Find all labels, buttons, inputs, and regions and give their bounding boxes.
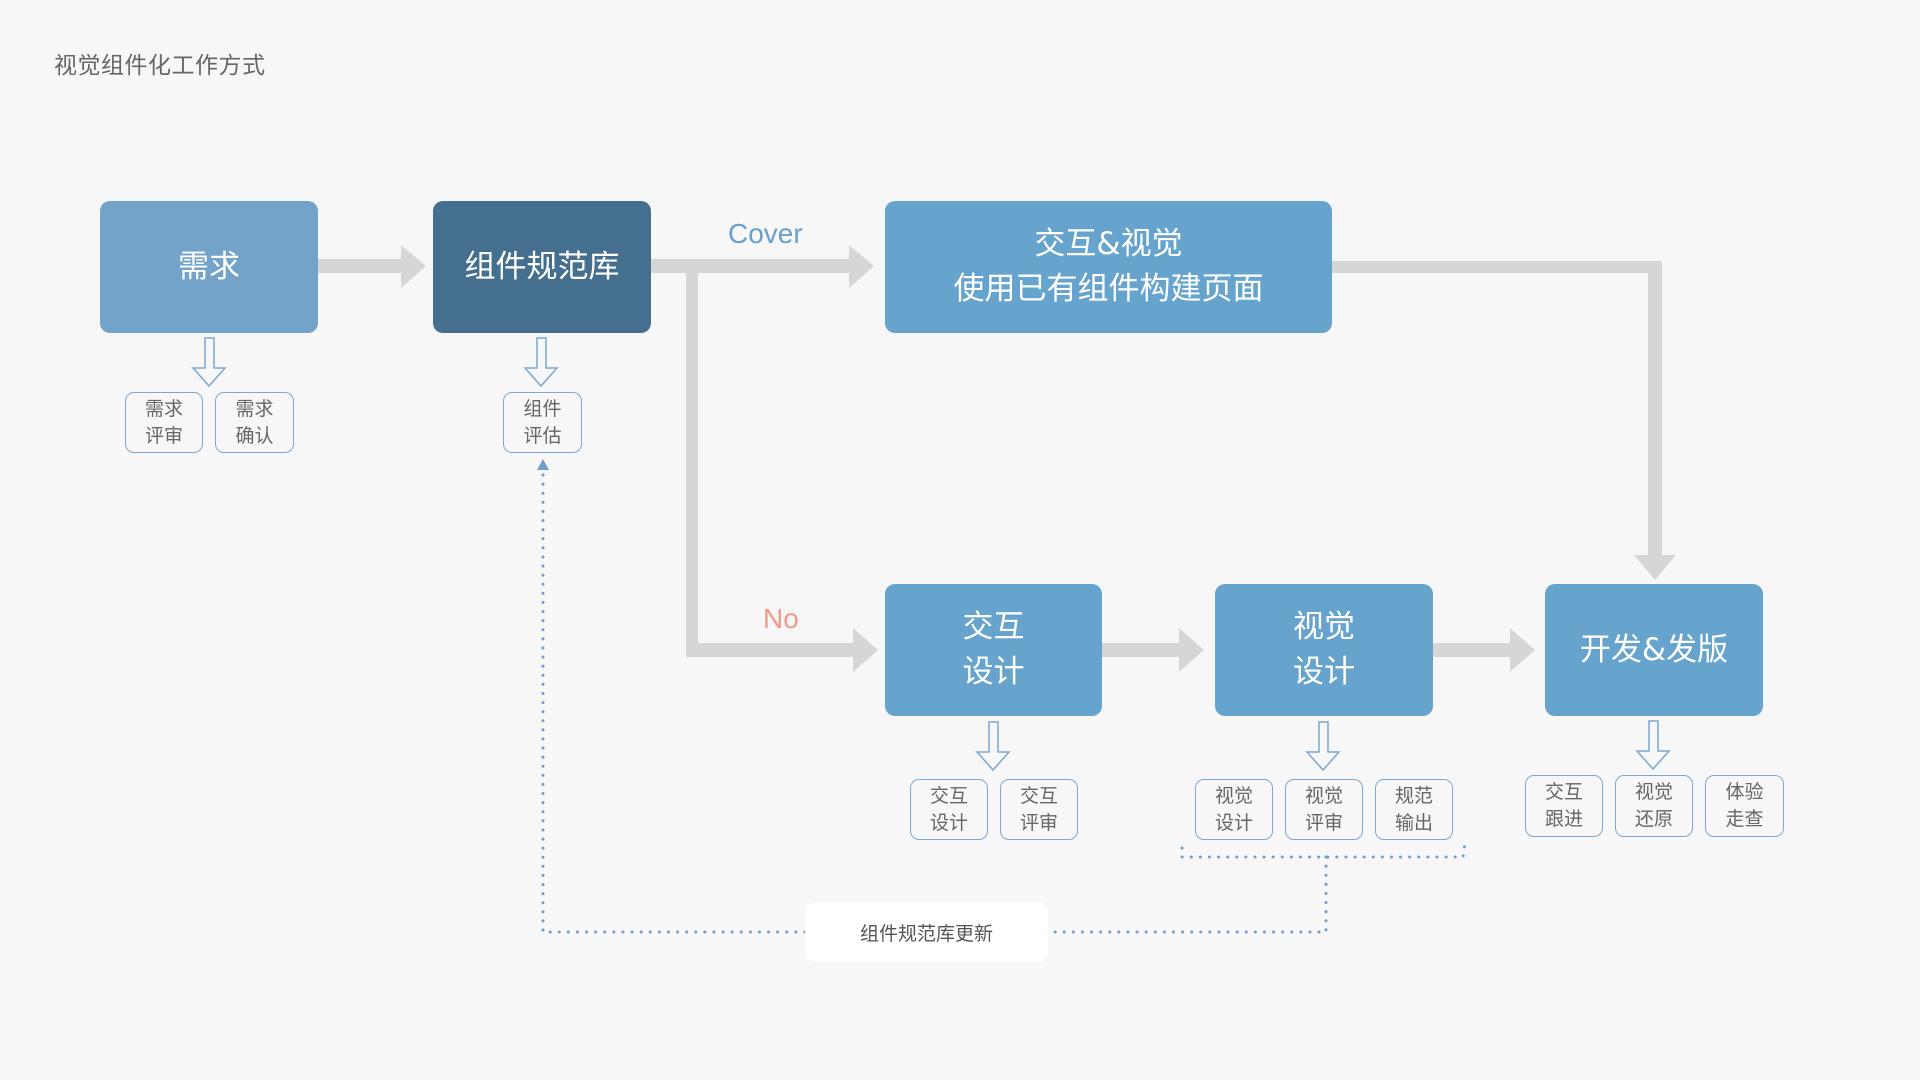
edge-label-no: No — [763, 603, 799, 634]
substep-line2: 评审 — [144, 424, 183, 447]
substep-line1: 视觉 — [1214, 784, 1253, 807]
node-requirement: 需求 — [100, 201, 318, 333]
substep-line2: 还原 — [1634, 808, 1673, 830]
substep-line2: 评审 — [1019, 811, 1058, 834]
substep-line1: 规范 — [1394, 784, 1433, 807]
node-component-library-label: 组件规范库 — [464, 248, 620, 285]
arrow-reuse-to-release — [1332, 261, 1676, 580]
substep-requirement-review: 需求 评审 — [125, 392, 203, 453]
edge-label-cover: Cover — [728, 218, 803, 249]
dotted-arrowhead-up — [537, 459, 549, 470]
substep-line2: 评估 — [523, 424, 562, 447]
substep-line1: 视觉 — [1634, 781, 1673, 804]
substep-line2: 设计 — [929, 811, 968, 834]
substep-line2: 确认 — [235, 424, 274, 447]
node-interaction-design: 交互 设计 — [885, 584, 1102, 716]
dotted-line-update-to-library — [541, 470, 807, 934]
arrow-interaction-to-visual — [1102, 628, 1204, 672]
substep-line1: 体验 — [1725, 781, 1764, 804]
dotted-line-bracket-to-update — [1046, 855, 1328, 934]
library-update-label: 组件规范库更新 — [859, 922, 993, 945]
substep-interaction-followup: 交互 跟进 — [1525, 775, 1603, 837]
substep-line1: 交互 — [1019, 784, 1058, 807]
node-visual-design: 视觉 设计 — [1215, 584, 1433, 716]
arrow-requirement-to-library — [318, 245, 426, 288]
node-visual-line2: 设计 — [1293, 654, 1355, 690]
substep-line2: 设计 — [1214, 811, 1253, 834]
page-title: 视觉组件化工作方式 — [54, 53, 266, 79]
substep-experience-walkthrough: 体验 走查 — [1705, 775, 1784, 837]
substep-component-evaluation: 组件 评估 — [503, 392, 582, 453]
node-dev-release: 开发&发版 — [1545, 584, 1763, 716]
substep-requirement-confirm: 需求 确认 — [215, 392, 294, 453]
substep-line1: 视觉 — [1304, 784, 1343, 807]
node-visual-line1: 视觉 — [1293, 609, 1355, 646]
substep-line2: 输出 — [1394, 811, 1433, 834]
substep-line1: 组件 — [523, 397, 562, 420]
substep-visual-restore: 视觉 还原 — [1615, 775, 1693, 837]
substep-line1: 交互 — [929, 784, 968, 807]
library-update-box: 组件规范库更新 — [805, 902, 1048, 962]
arrow-visual-to-release — [1433, 628, 1535, 672]
node-component-library: 组件规范库 — [433, 201, 651, 333]
node-interaction-line2: 设计 — [962, 654, 1025, 690]
substep-spec-output: 规范 输出 — [1375, 779, 1453, 840]
node-reuse-line1: 交互&视觉 — [1034, 226, 1183, 263]
node-reuse-components: 交互&视觉 使用已有组件构建页面 — [885, 201, 1332, 333]
substep-interaction-design: 交互 设计 — [910, 779, 988, 840]
substep-line2: 评审 — [1304, 811, 1343, 834]
node-interaction-line1: 交互 — [962, 609, 1025, 646]
substep-visual-design: 视觉 设计 — [1195, 779, 1273, 840]
substep-line1: 需求 — [235, 397, 274, 420]
node-dev-release-label: 开发&发版 — [1579, 631, 1729, 668]
substep-line2: 跟进 — [1544, 808, 1583, 830]
substep-interaction-review: 交互 评审 — [1000, 779, 1078, 840]
arrow-library-to-reuse — [651, 245, 874, 288]
down-arrow-visual — [1305, 721, 1341, 772]
substep-line1: 交互 — [1544, 781, 1583, 804]
substep-visual-review: 视觉 评审 — [1285, 779, 1363, 840]
node-requirement-label: 需求 — [178, 248, 240, 285]
node-reuse-line2: 使用已有组件构建页面 — [953, 271, 1264, 307]
down-arrow-library — [523, 337, 559, 388]
substep-line2: 走查 — [1725, 808, 1764, 830]
substep-line1: 需求 — [144, 397, 183, 420]
down-arrow-release — [1635, 720, 1671, 771]
down-arrow-requirement — [191, 337, 227, 388]
down-arrow-interaction — [975, 721, 1011, 772]
dotted-bracket-visual-substeps — [1180, 841, 1467, 859]
